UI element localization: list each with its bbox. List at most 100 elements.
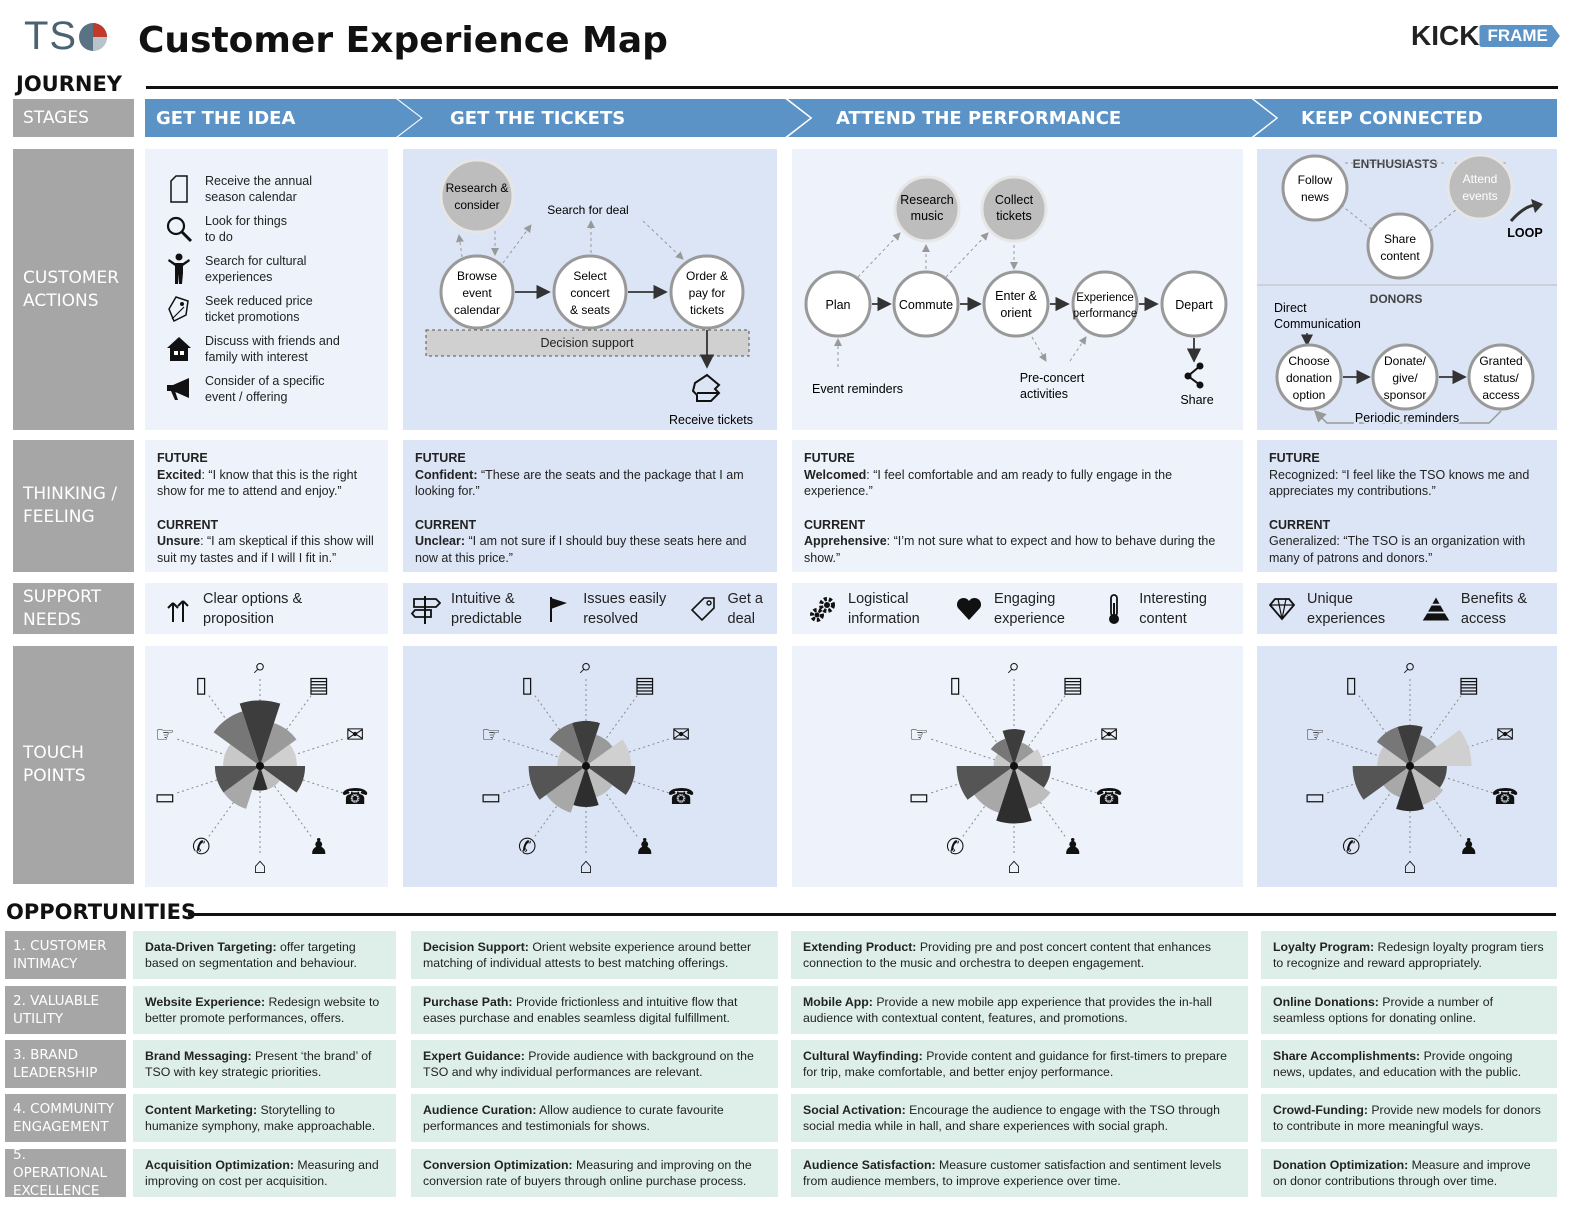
opportunity-cell: Audience Curation: Allow audience to cur… bbox=[411, 1094, 778, 1142]
touchpoint-radar: ⌕▤✉☎♟⌂✆▭☞▯ bbox=[480, 653, 694, 878]
social-icon: ✆ bbox=[192, 834, 210, 859]
svg-text:music: music bbox=[911, 209, 944, 223]
radar-wedge-venue bbox=[1396, 766, 1424, 812]
radar-wedge-venue bbox=[996, 766, 1032, 824]
opportunity-cell: Extending Product: Providing pre and pos… bbox=[791, 931, 1248, 979]
magnifier-icon bbox=[165, 215, 193, 243]
node-choose-donation bbox=[1275, 343, 1343, 411]
page-title: Customer Experience Map bbox=[138, 20, 668, 61]
kiosk-icon: ☞ bbox=[155, 722, 175, 747]
radar-wedge-social bbox=[546, 766, 586, 813]
opportunity-cell: Content Marketing: Storytelling to human… bbox=[133, 1094, 396, 1142]
radar-wedge-email bbox=[1014, 749, 1043, 766]
share-label: Share bbox=[1180, 393, 1213, 407]
signpost-icon bbox=[411, 594, 441, 624]
heart-icon bbox=[954, 594, 984, 624]
svg-text:concert: concert bbox=[570, 286, 610, 300]
tickets-flow-diagram: Decision support Research & consider Bro… bbox=[425, 158, 753, 427]
periodic-reminders-label: Periodic reminders bbox=[1355, 411, 1459, 425]
radar-wedge-email bbox=[260, 744, 297, 766]
radar-center bbox=[1406, 762, 1414, 770]
radar-wedge-brochure bbox=[586, 734, 613, 766]
flag-icon bbox=[543, 594, 573, 624]
logo-text: TS bbox=[24, 14, 78, 58]
radar-wedge-website-search bbox=[239, 700, 281, 766]
touchpoint-radar: ⌕▤✉☎♟⌂✆▭☞▯ bbox=[908, 653, 1122, 878]
opportunity-cell: Donation Optimization: Measure and impro… bbox=[1261, 1149, 1557, 1197]
node-research-consider bbox=[439, 158, 515, 234]
brand-tag: FRAME bbox=[1479, 25, 1560, 47]
svg-text:Granted: Granted bbox=[1479, 354, 1522, 368]
ticket-icon bbox=[691, 373, 721, 402]
brochure-icon: ▤ bbox=[308, 672, 329, 697]
node-share-content bbox=[1366, 212, 1434, 280]
svg-text:events: events bbox=[1462, 189, 1497, 203]
decision-support-label: Decision support bbox=[540, 336, 634, 350]
kiosk-icon: ☞ bbox=[481, 722, 501, 747]
thermometer-icon bbox=[1099, 593, 1129, 624]
node-depart bbox=[1160, 270, 1228, 338]
radar-wedge-social bbox=[1383, 766, 1410, 798]
svg-text:donation: donation bbox=[1286, 371, 1332, 385]
svg-text:news: news bbox=[1301, 190, 1329, 204]
logo-mark-icon bbox=[79, 22, 108, 51]
radar-wedge-kiosk bbox=[1377, 746, 1410, 766]
brochure-icon: ▤ bbox=[634, 672, 655, 697]
arrows-icon bbox=[163, 594, 193, 624]
radar-wedge-social bbox=[974, 766, 1014, 813]
radar-wedge-in-person bbox=[586, 766, 613, 798]
svg-text:option: option bbox=[1293, 388, 1326, 402]
svg-text:content: content bbox=[1380, 249, 1420, 263]
radar-wedge-brochure bbox=[1410, 734, 1437, 766]
svg-text:Commute: Commute bbox=[899, 298, 953, 312]
in-person-icon: ♟ bbox=[635, 834, 655, 859]
svg-text:Order &: Order & bbox=[686, 269, 728, 283]
stage-keep-connected: KEEP CONNECTED bbox=[1254, 99, 1557, 137]
opportunity-cell: Purchase Path: Provide frictionless and … bbox=[411, 986, 778, 1034]
touchpoint-radar: ⌕▤✉☎♟⌂✆▭☞▯ bbox=[1304, 653, 1518, 878]
opportunity-cell: Conversion Optimization: Measuring and i… bbox=[411, 1149, 778, 1197]
opportunity-cell: Decision Support: Orient website experie… bbox=[411, 931, 778, 979]
website-search-icon: ⌕ bbox=[1404, 653, 1416, 678]
svg-text:pay for: pay for bbox=[689, 286, 726, 300]
row-label-stages: STAGES bbox=[13, 99, 134, 137]
svg-text:calendar: calendar bbox=[454, 303, 500, 317]
receive-tickets-label: Receive tickets bbox=[669, 413, 753, 427]
opportunity-cell: Loyalty Program: Redesign loyalty progra… bbox=[1261, 931, 1557, 979]
loop-arrow-icon bbox=[1509, 203, 1538, 222]
radar-wedge-mobile bbox=[549, 723, 586, 766]
row-label-thinking: THINKING /FEELING bbox=[13, 440, 134, 572]
radar-wedge-kiosk bbox=[993, 753, 1014, 766]
attend-flow-diagram: Plan Commute Enter & orient Experience p… bbox=[804, 175, 1228, 407]
svg-text:tickets: tickets bbox=[996, 209, 1031, 223]
computer-icon: ▭ bbox=[154, 784, 175, 809]
social-icon: ✆ bbox=[946, 834, 964, 859]
decision-support-bar bbox=[425, 329, 750, 357]
node-donate-sponsor bbox=[1371, 343, 1439, 411]
svg-text:Communication: Communication bbox=[1274, 317, 1361, 331]
radar-wedge-computer bbox=[214, 766, 260, 793]
brochure-icon: ▤ bbox=[1458, 672, 1479, 697]
computer-icon: ▭ bbox=[1304, 784, 1325, 809]
radar-wedge-in-person bbox=[1410, 766, 1444, 805]
radar-wedge-website-search bbox=[1397, 725, 1423, 766]
radar-center bbox=[256, 762, 264, 770]
node-order-pay bbox=[669, 254, 745, 330]
stage-get-the-tickets: GET THE TICKETS bbox=[398, 99, 810, 137]
phone-icon: ☎ bbox=[1491, 784, 1518, 809]
tag-icon bbox=[688, 594, 718, 624]
email-icon: ✉ bbox=[1496, 722, 1514, 747]
kiosk-icon: ☞ bbox=[1305, 722, 1325, 747]
node-commute bbox=[892, 270, 960, 338]
svg-text:Browse: Browse bbox=[457, 269, 497, 283]
